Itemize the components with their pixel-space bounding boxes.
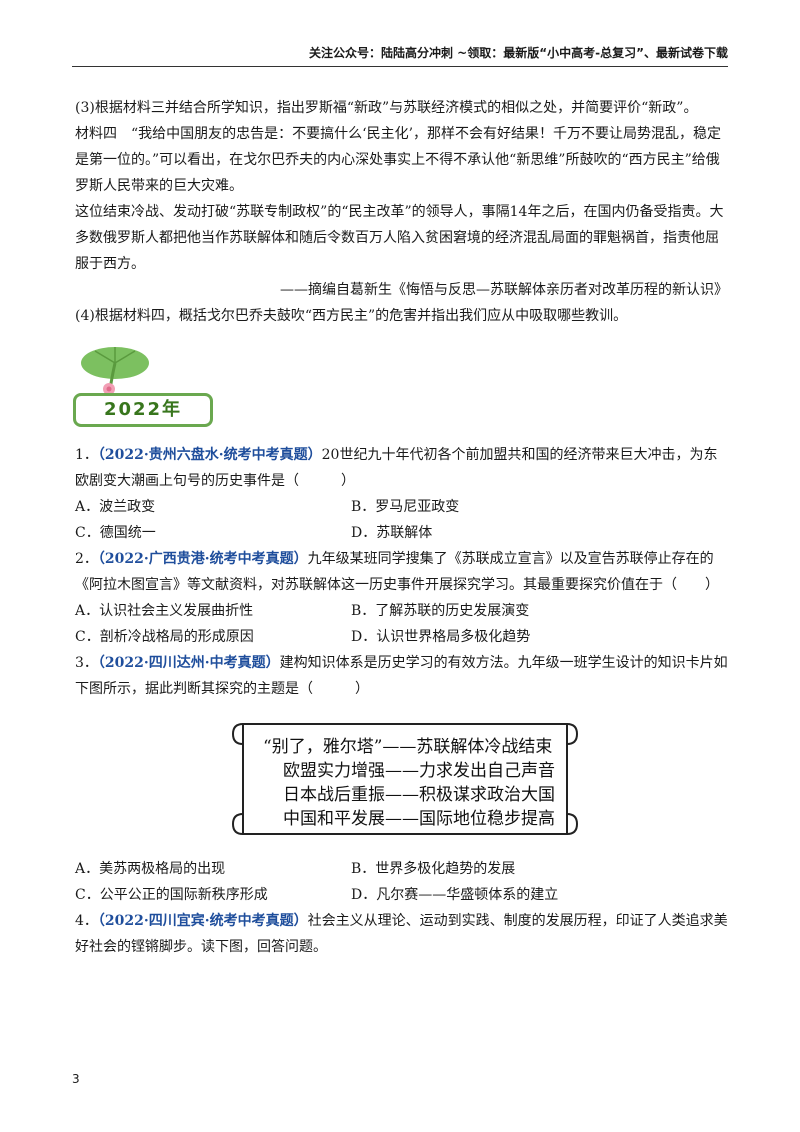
option-d[interactable]: D．认识世界格局多极化趋势 bbox=[351, 629, 531, 645]
option-b[interactable]: B．罗马尼亚政变 bbox=[351, 499, 460, 515]
page-header: 关注公众号：陆陆高分冲刺 ~领取：最新版“小中高考-总复习”、最新试卷下载 bbox=[72, 44, 728, 67]
question-1-options: A．波兰政变 B．罗马尼亚政变 C．德国统一 D．苏联解体 bbox=[75, 494, 728, 546]
page-number: 3 bbox=[72, 1072, 80, 1086]
option-d[interactable]: D．凡尔赛——华盛顿体系的建立 bbox=[351, 887, 559, 903]
scroll-frame: “别了，雅尔塔”——苏联解体冷战结束 欧盟实力增强——力求发出自己声音 日本战后… bbox=[231, 723, 579, 835]
option-b[interactable]: B．世界多极化趋势的发展 bbox=[351, 861, 516, 877]
card-line-4: 中国和平发展——国际地位稳步提高 bbox=[283, 809, 555, 829]
option-d[interactable]: D．苏联解体 bbox=[351, 525, 433, 541]
year-badge: 2022年 bbox=[73, 341, 223, 436]
question-2-options: A．认识社会主义发展曲折性 B．了解苏联的历史发展演变 C．剖析冷战格局的形成原… bbox=[75, 598, 728, 650]
question-3-sub: (3)根据材料三并结合所学知识，指出罗斯福“新政”与苏联经济模式的相似之处，并简… bbox=[75, 100, 698, 116]
question-1: 1．（2022·贵州六盘水·统考中考真题）20世纪九十年代初各个前加盟共和国的经… bbox=[75, 447, 718, 489]
question-4: 4．（2022·四川宜宾·统考中考真题）社会主义从理论、运动到实践、制度的发展历… bbox=[75, 913, 728, 955]
question-source: （2022·贵州六盘水·统考中考真题） bbox=[97, 447, 322, 463]
question-source: （2022·四川达州·中考真题） bbox=[97, 655, 280, 671]
year-label: 2022年 bbox=[73, 393, 213, 427]
question-source: （2022·四川宜宾·统考中考真题） bbox=[97, 913, 308, 929]
lotus-leaf-icon bbox=[81, 347, 149, 398]
question-2: 2．（2022·广西贵港·统考中考真题）九年级某班同学搜集了《苏联成立宣言》以及… bbox=[75, 551, 719, 593]
option-c[interactable]: C．公平公正的国际新秩序形成 bbox=[75, 887, 268, 903]
option-a[interactable]: A．波兰政变 bbox=[75, 499, 156, 515]
option-b[interactable]: B．了解苏联的历史发展演变 bbox=[351, 603, 530, 619]
option-c[interactable]: C．德国统一 bbox=[75, 525, 156, 541]
material-4: 材料四 “我给中国朋友的忠告是：不要搞什么‘民主化’，那样不会有好结果！千万不要… bbox=[75, 126, 722, 194]
card-line-2: 欧盟实力增强——力求发出自己声音 bbox=[283, 761, 555, 781]
question-4-sub: (4)根据材料四，概括戈尔巴乔夫鼓吹“西方民主”的危害并指出我们应从中吸取哪些教… bbox=[75, 308, 628, 324]
card-line-1: “别了，雅尔塔”——苏联解体冷战结束 bbox=[263, 737, 552, 757]
question-3: 3．（2022·四川达州·中考真题）建构知识体系是历史学习的有效方法。九年级一班… bbox=[75, 655, 728, 697]
question-3-options: A．美苏两极格局的出现 B．世界多极化趋势的发展 C．公平公正的国际新秩序形成 … bbox=[75, 856, 728, 908]
material-4-cont: 这位结束冷战、发动打破“苏联专制政权”的“民主改革”的领导人，事隔14年之后，在… bbox=[75, 204, 724, 272]
option-c[interactable]: C．剖析冷战格局的形成原因 bbox=[75, 629, 254, 645]
page-content: (3)根据材料三并结合所学知识，指出罗斯福“新政”与苏联经济模式的相似之处，并简… bbox=[73, 95, 728, 960]
material-4-source: ——摘编自葛新生《悔悟与反思—苏联解体亲历者对改革历程的新认识》 bbox=[280, 282, 728, 298]
knowledge-card-scroll: “别了，雅尔塔”——苏联解体冷战结束 欧盟实力增强——力求发出自己声音 日本战后… bbox=[225, 714, 585, 844]
option-a[interactable]: A．美苏两极格局的出现 bbox=[75, 861, 226, 877]
card-line-3: 日本战后重振——积极谋求政治大国 bbox=[283, 785, 555, 805]
question-source: （2022·广西贵港·统考中考真题） bbox=[97, 551, 308, 567]
option-a[interactable]: A．认识社会主义发展曲折性 bbox=[75, 603, 254, 619]
